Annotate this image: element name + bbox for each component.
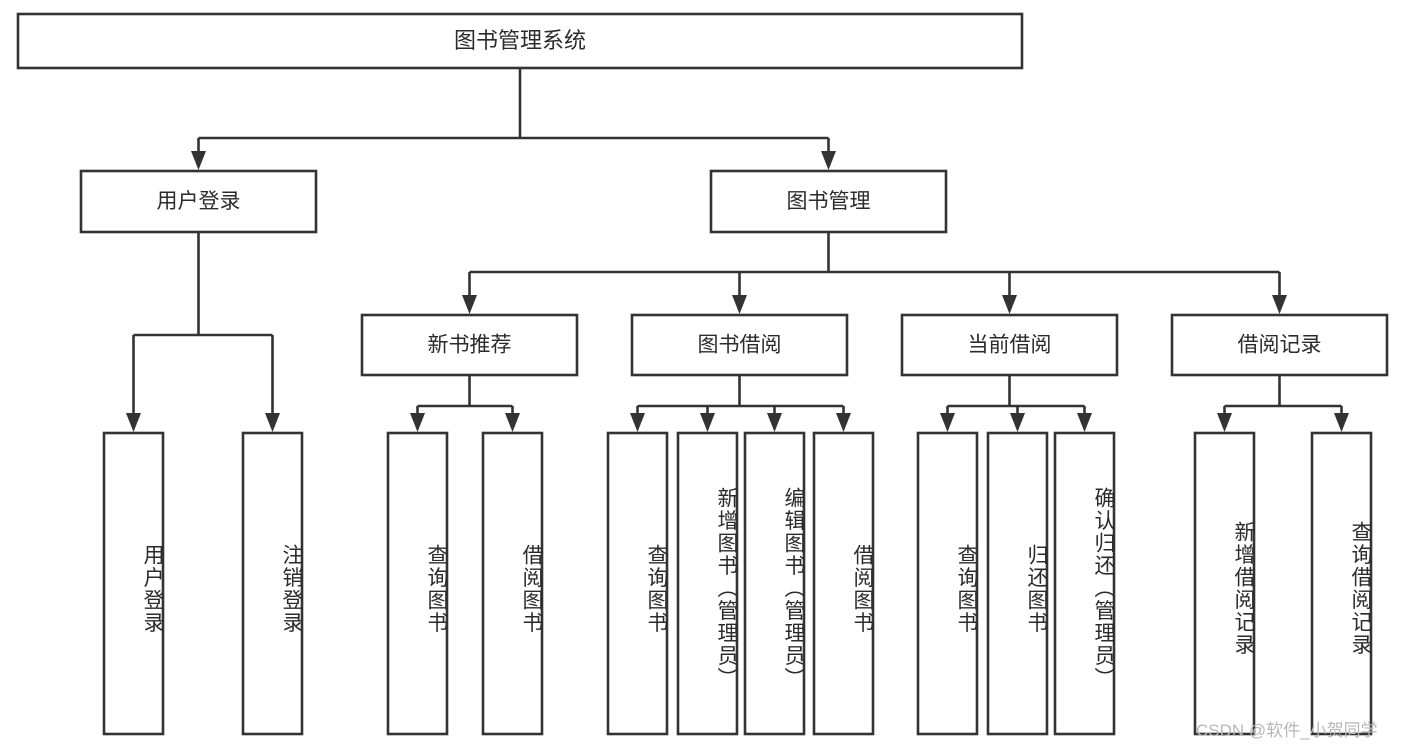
node-label-new-book-recommend: 新书推荐 bbox=[428, 334, 512, 357]
node-box-leaf-edit-book[interactable] bbox=[743, 431, 806, 736]
node-box-leaf-borrow-book-1[interactable] bbox=[481, 431, 544, 736]
arrow-icon-leaf-query-record bbox=[1334, 413, 1349, 432]
node-box-current-borrow[interactable] bbox=[900, 313, 1119, 377]
arrow-icon-leaf-add-record bbox=[1217, 413, 1232, 432]
node-box-leaf-query-book-2[interactable] bbox=[606, 431, 669, 736]
arrow-icon-leaf-confirm-return bbox=[1077, 413, 1092, 432]
node-box-leaf-add-record[interactable] bbox=[1193, 431, 1256, 736]
node-box-leaf-confirm-return[interactable] bbox=[1053, 431, 1116, 736]
node-box-root[interactable] bbox=[16, 12, 1024, 70]
node-label-book-management: 图书管理 bbox=[787, 190, 871, 213]
node-box-user-login[interactable] bbox=[79, 169, 318, 234]
arrow-icon-borrow-records bbox=[1272, 295, 1287, 314]
arrow-icon-leaf-add-book bbox=[700, 413, 715, 432]
arrow-icon-leaf-user-login bbox=[126, 413, 141, 432]
node-box-book-borrow[interactable] bbox=[630, 313, 849, 377]
node-box-borrow-records[interactable] bbox=[1170, 313, 1389, 377]
arrow-icon-leaf-edit-book bbox=[767, 413, 782, 432]
arrow-icon-user-login bbox=[191, 151, 206, 170]
node-box-leaf-query-record[interactable] bbox=[1310, 431, 1373, 736]
arrow-icon-current-borrow bbox=[1002, 295, 1017, 314]
arrow-icon-leaf-borrow-book-2 bbox=[836, 413, 851, 432]
boxes-layer bbox=[16, 12, 1389, 736]
node-box-new-book-recommend[interactable] bbox=[360, 313, 579, 377]
node-box-leaf-logout[interactable] bbox=[241, 431, 304, 736]
arrow-icon-leaf-logout bbox=[265, 413, 280, 432]
node-box-leaf-return-book[interactable] bbox=[986, 431, 1049, 736]
arrow-icon-book-borrow bbox=[732, 295, 747, 314]
node-label-book-borrow: 图书借阅 bbox=[698, 334, 782, 357]
node-box-leaf-query-book-1[interactable] bbox=[386, 431, 449, 736]
connectors-layer bbox=[126, 68, 1349, 432]
node-box-leaf-add-book[interactable] bbox=[676, 431, 739, 736]
arrow-icon-new-book-recommend bbox=[462, 295, 477, 314]
node-box-book-management[interactable] bbox=[709, 169, 948, 234]
arrow-icon-leaf-query-book-3 bbox=[940, 413, 955, 432]
node-label-root: 图书管理系统 bbox=[454, 28, 586, 53]
arrow-icon-leaf-return-book bbox=[1010, 413, 1025, 432]
node-box-leaf-user-login[interactable] bbox=[102, 431, 165, 736]
node-label-borrow-records: 借阅记录 bbox=[1238, 334, 1322, 357]
node-box-leaf-query-book-3[interactable] bbox=[916, 431, 979, 736]
arrow-icon-leaf-borrow-book-1 bbox=[505, 413, 520, 432]
node-label-current-borrow: 当前借阅 bbox=[968, 334, 1052, 357]
arrow-icon-book-management bbox=[821, 151, 836, 170]
arrow-icon-leaf-query-book-1 bbox=[410, 413, 425, 432]
arrow-icon-leaf-query-book-2 bbox=[630, 413, 645, 432]
node-label-user-login: 用户登录 bbox=[157, 190, 241, 213]
node-box-leaf-borrow-book-2[interactable] bbox=[812, 431, 875, 736]
csdn-watermark: CSDN @软件_小贺同学 bbox=[1196, 721, 1378, 740]
